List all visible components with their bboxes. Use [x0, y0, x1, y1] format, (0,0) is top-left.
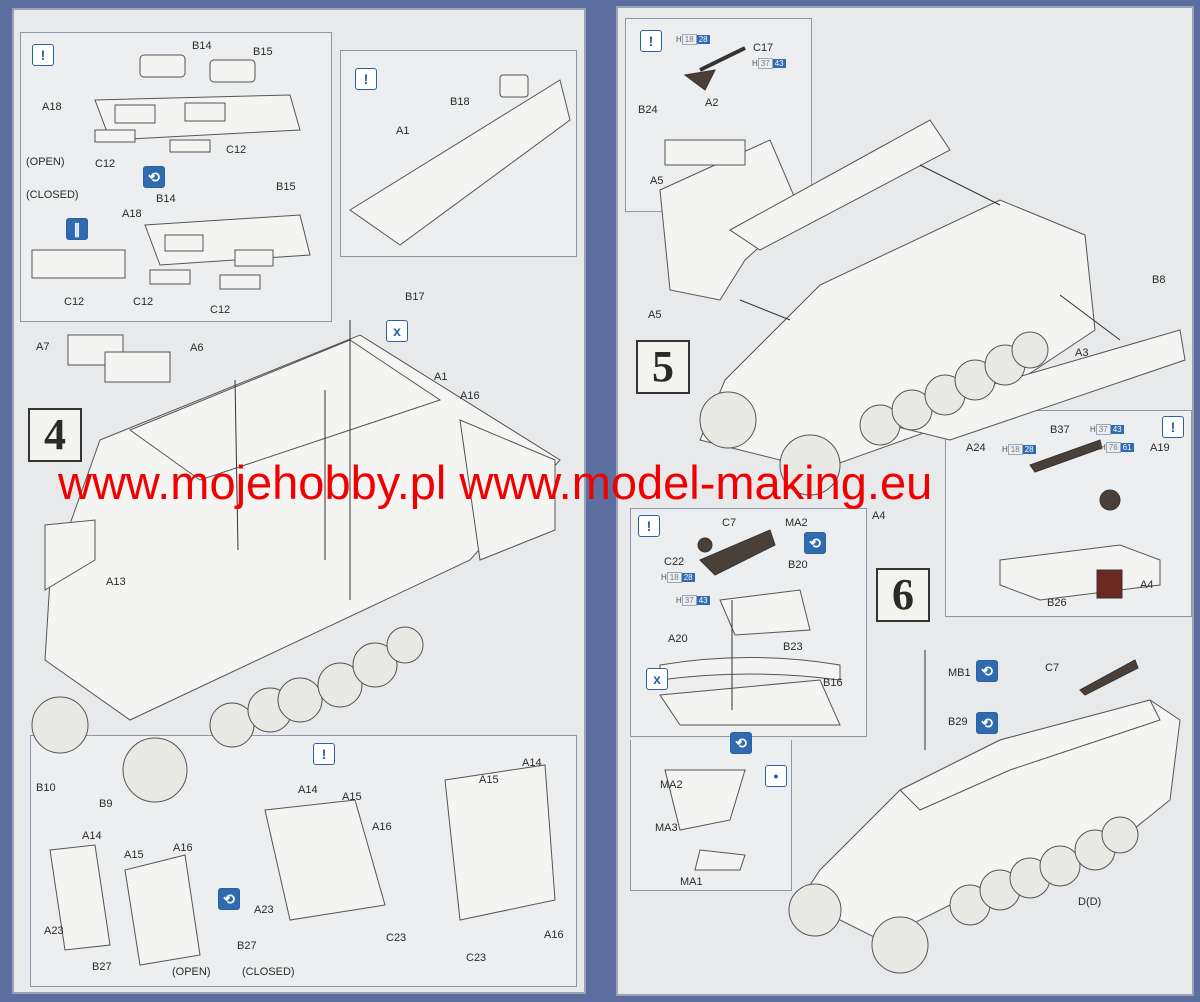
part-label: A7 — [36, 341, 50, 353]
part-label: B15 — [276, 181, 296, 193]
part-label: C12 — [95, 158, 116, 170]
part-label: A23 — [254, 904, 274, 916]
part-label: B9 — [99, 798, 113, 810]
part-label: A24 — [966, 442, 986, 454]
part-label: MA2 — [660, 779, 683, 791]
part-label: MA2 — [785, 517, 808, 529]
part-label: C12 — [133, 296, 154, 308]
glue-icon: ! — [313, 743, 335, 765]
flip-icon: ⟲ — [976, 660, 998, 682]
part-label: C12 — [64, 296, 85, 308]
step-number-6: 6 — [876, 568, 930, 622]
part-label: A16 — [460, 390, 480, 402]
glue-icon: ! — [1162, 416, 1184, 438]
part-label: A5 — [648, 309, 662, 321]
part-label: B16 — [823, 677, 843, 689]
part-label: B17 — [405, 291, 425, 303]
part-label: C7 — [722, 517, 737, 529]
part-label: MA1 — [680, 876, 703, 888]
part-label: C17 — [753, 42, 774, 54]
part-label: A18 — [42, 101, 62, 113]
part-label: A14 — [298, 784, 318, 796]
part-label: A15 — [124, 849, 144, 861]
part-label: B26 — [1047, 597, 1067, 609]
part-label: A18 — [122, 208, 142, 220]
flip-icon: ⟲ — [804, 532, 826, 554]
closed-label: (CLOSED) — [242, 966, 295, 978]
open-label: (OPEN) — [172, 966, 211, 978]
part-label: A16 — [544, 929, 564, 941]
part-label: A16 — [372, 821, 392, 833]
step-number-4: 4 — [28, 408, 82, 462]
part-label: A13 — [106, 576, 126, 588]
part-label: A14 — [522, 757, 542, 769]
step-number-5: 5 — [636, 340, 690, 394]
part-label: C7 — [1045, 662, 1060, 674]
part-label: A2 — [705, 97, 719, 109]
part-label: C12 — [210, 304, 231, 316]
flip-icon: ⟲ — [218, 888, 240, 910]
part-label: B27 — [92, 961, 112, 973]
cement-icon: x — [386, 320, 408, 342]
part-label: MA3 — [655, 822, 678, 834]
part-label: A6 — [190, 342, 204, 354]
part-label: MB1 — [948, 667, 971, 679]
part-label: A15 — [479, 774, 499, 786]
part-label: C23 — [466, 952, 487, 964]
flip-icon: ⟲ — [976, 712, 998, 734]
part-label: A16 — [173, 842, 193, 854]
flip-icon: ⟲ — [730, 732, 752, 754]
part-label: A1 — [396, 125, 410, 137]
glue-icon: ! — [638, 515, 660, 537]
flip-icon: ⟲ — [143, 166, 165, 188]
part-label: A4 — [872, 510, 886, 522]
open-label: (OPEN) — [26, 156, 65, 168]
part-label: C23 — [386, 932, 407, 944]
part-label: B8 — [1152, 274, 1166, 286]
part-label: B10 — [36, 782, 56, 794]
part-label: A1 — [434, 371, 448, 383]
paint-icon: ∥ — [66, 218, 88, 240]
part-label: A23 — [44, 925, 64, 937]
part-label: B20 — [788, 559, 808, 571]
part-label: A3 — [1075, 347, 1089, 359]
part-label: B24 — [638, 104, 658, 116]
part-label: A14 — [82, 830, 102, 842]
cement-icon: x — [646, 668, 668, 690]
part-label: B37 — [1050, 424, 1070, 436]
part-label: A15 — [342, 791, 362, 803]
part-label: B27 — [237, 940, 257, 952]
part-label: B14 — [192, 40, 212, 52]
part-label: C22 — [664, 556, 685, 568]
glue-icon: ! — [32, 44, 54, 66]
watermark-text: www.mojehobby.pl www.model-making.eu — [58, 456, 933, 509]
glue-icon: ! — [640, 30, 662, 52]
part-label: B15 — [253, 46, 273, 58]
part-label: D(D) — [1078, 896, 1102, 908]
part-label: A4 — [1140, 579, 1154, 591]
part-label: B14 — [156, 193, 176, 205]
part-label: A5 — [650, 175, 664, 187]
part-label: A19 — [1150, 442, 1170, 454]
part-label: C12 — [226, 144, 247, 156]
closed-label: (CLOSED) — [26, 189, 79, 201]
part-label: B23 — [783, 641, 803, 653]
part-label: A20 — [668, 633, 688, 645]
drop-icon: • — [765, 765, 787, 787]
part-label: B18 — [450, 96, 470, 108]
glue-icon: ! — [355, 68, 377, 90]
part-label: B29 — [948, 716, 968, 728]
